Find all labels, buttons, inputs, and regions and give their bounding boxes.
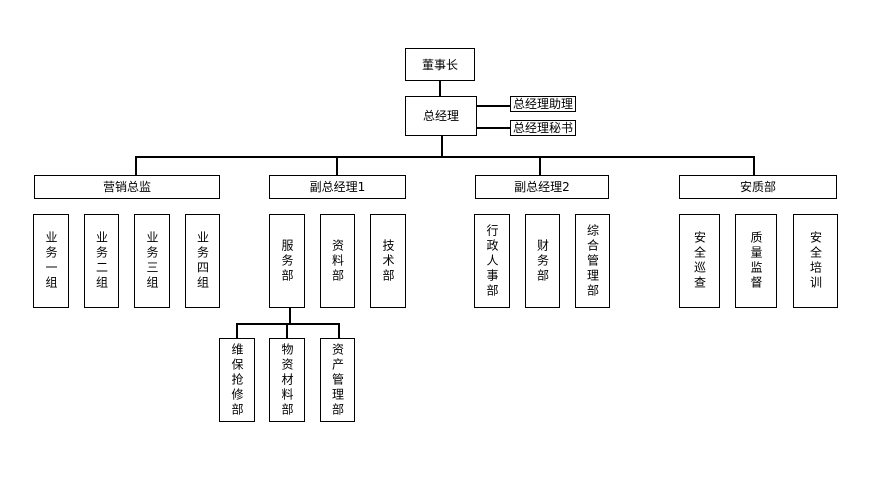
unit-box: 服务部 [269, 214, 305, 308]
unit-label: 安全巡查 [692, 231, 707, 291]
unit-box: 质量监督 [735, 214, 777, 308]
connector-line [236, 323, 238, 338]
chairman-box: 董事长 [405, 48, 475, 81]
connector-line [286, 323, 288, 338]
division-box: 安质部 [679, 175, 837, 199]
sub-unit-label: 资产管理部 [330, 342, 345, 418]
division-box: 副总经理2 [475, 175, 609, 199]
unit-box: 资料部 [320, 214, 355, 308]
unit-label: 业务二组 [94, 231, 109, 291]
unit-label: 技术部 [381, 238, 395, 284]
connector-line [336, 156, 338, 175]
division-label: 安质部 [739, 180, 776, 194]
unit-label: 业务三组 [145, 231, 159, 291]
unit-box: 安全培训 [793, 214, 838, 308]
gm-secretary-box: 总经理秘书 [510, 120, 576, 136]
connector-line [338, 323, 340, 338]
gm-secretary-label: 总经理秘书 [512, 121, 573, 135]
unit-label: 综合管理部 [585, 223, 600, 299]
connector-line [135, 156, 755, 158]
unit-box: 业务二组 [84, 214, 119, 308]
connector-line [476, 127, 510, 129]
unit-label: 业务一组 [44, 231, 58, 291]
unit-label: 业务四组 [195, 231, 210, 291]
unit-label: 服务部 [280, 238, 294, 284]
division-label: 营销总监 [102, 180, 151, 194]
gm-assistant-label: 总经理助理 [512, 97, 573, 111]
connector-line [753, 156, 755, 175]
unit-label: 安全培训 [808, 231, 823, 291]
connector-line [135, 156, 137, 175]
sub-unit-label: 维保抢修部 [230, 342, 244, 418]
chairman-label: 董事长 [421, 57, 458, 72]
general-manager-box: 总经理 [405, 96, 477, 136]
sub-unit-box: 维保抢修部 [219, 338, 255, 422]
unit-box: 安全巡查 [679, 214, 720, 308]
unit-box: 技术部 [370, 214, 406, 308]
unit-label: 财务部 [535, 238, 550, 284]
unit-box: 业务一组 [33, 214, 69, 308]
unit-label: 质量监督 [749, 231, 763, 291]
connector-line [539, 156, 541, 175]
division-box: 营销总监 [34, 175, 220, 199]
unit-box: 行政人事部 [474, 214, 510, 308]
sub-unit-box: 物资材料部 [269, 338, 305, 422]
unit-box: 业务四组 [185, 214, 220, 308]
gm-assistant-box: 总经理助理 [510, 96, 576, 112]
division-label: 副总经理1 [309, 180, 366, 194]
unit-box: 综合管理部 [575, 214, 610, 308]
unit-label: 资料部 [330, 238, 345, 284]
connector-line [476, 105, 510, 107]
unit-box: 业务三组 [134, 214, 170, 308]
connector-line [236, 323, 340, 325]
division-box: 副总经理1 [269, 175, 406, 199]
unit-label: 行政人事部 [485, 223, 499, 299]
unit-box: 财务部 [525, 214, 560, 308]
general-manager-label: 总经理 [422, 109, 459, 123]
sub-unit-box: 资产管理部 [320, 338, 355, 422]
division-label: 副总经理2 [514, 180, 570, 194]
connector-line [439, 80, 441, 97]
connector-line [441, 136, 443, 158]
sub-unit-label: 物资材料部 [280, 342, 294, 418]
connector-line [289, 308, 291, 324]
